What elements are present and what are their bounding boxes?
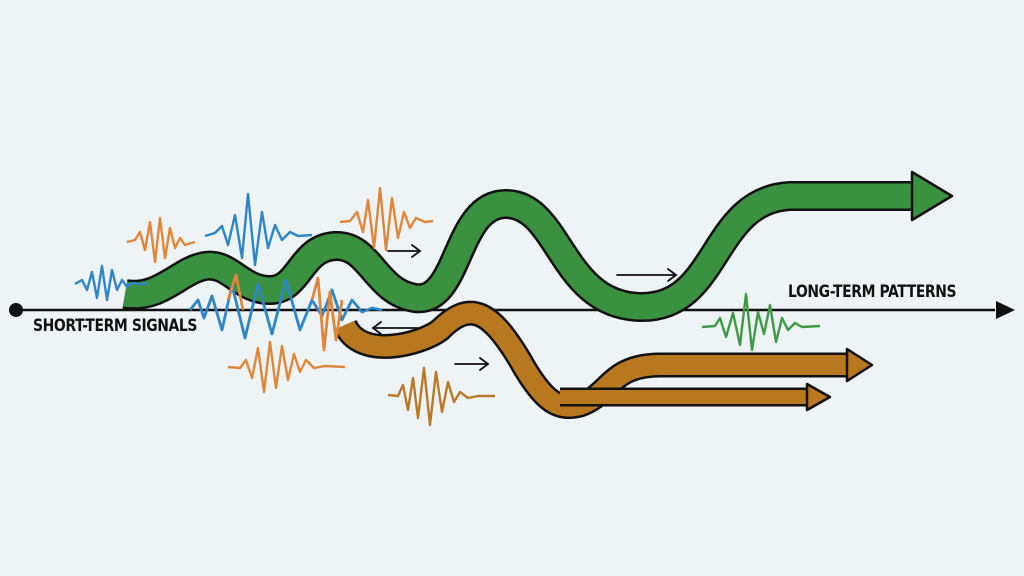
timeline-axis xyxy=(9,301,1015,319)
orange-burst-topleft xyxy=(126,216,196,264)
arrow-right-icon xyxy=(454,357,490,371)
arrow-left-icon xyxy=(371,321,419,335)
orange-burst-bottomleft xyxy=(227,340,346,394)
orange-burst-axis xyxy=(226,273,344,352)
short-term-signals-label: SHORT-TERM SIGNALS xyxy=(33,316,198,336)
orange-burst-top xyxy=(339,186,434,252)
signal-bursts xyxy=(74,186,821,427)
brown-burst-bottom xyxy=(387,366,495,427)
long-term-patterns-label: LONG-TERM PATTERNS xyxy=(788,282,957,302)
blue-burst-left xyxy=(74,264,149,302)
axis-arrowhead-icon xyxy=(996,301,1015,319)
axis-start-dot xyxy=(9,303,23,317)
arrow-right-icon xyxy=(616,268,678,282)
green-burst-right xyxy=(701,292,821,352)
green-band-arrow xyxy=(122,170,954,323)
direction-arrows xyxy=(371,244,678,371)
arrow-right-icon xyxy=(387,244,422,258)
blue-burst-axis xyxy=(188,278,383,340)
brown-band-arrows xyxy=(333,300,874,420)
blue-burst-top xyxy=(204,192,313,267)
